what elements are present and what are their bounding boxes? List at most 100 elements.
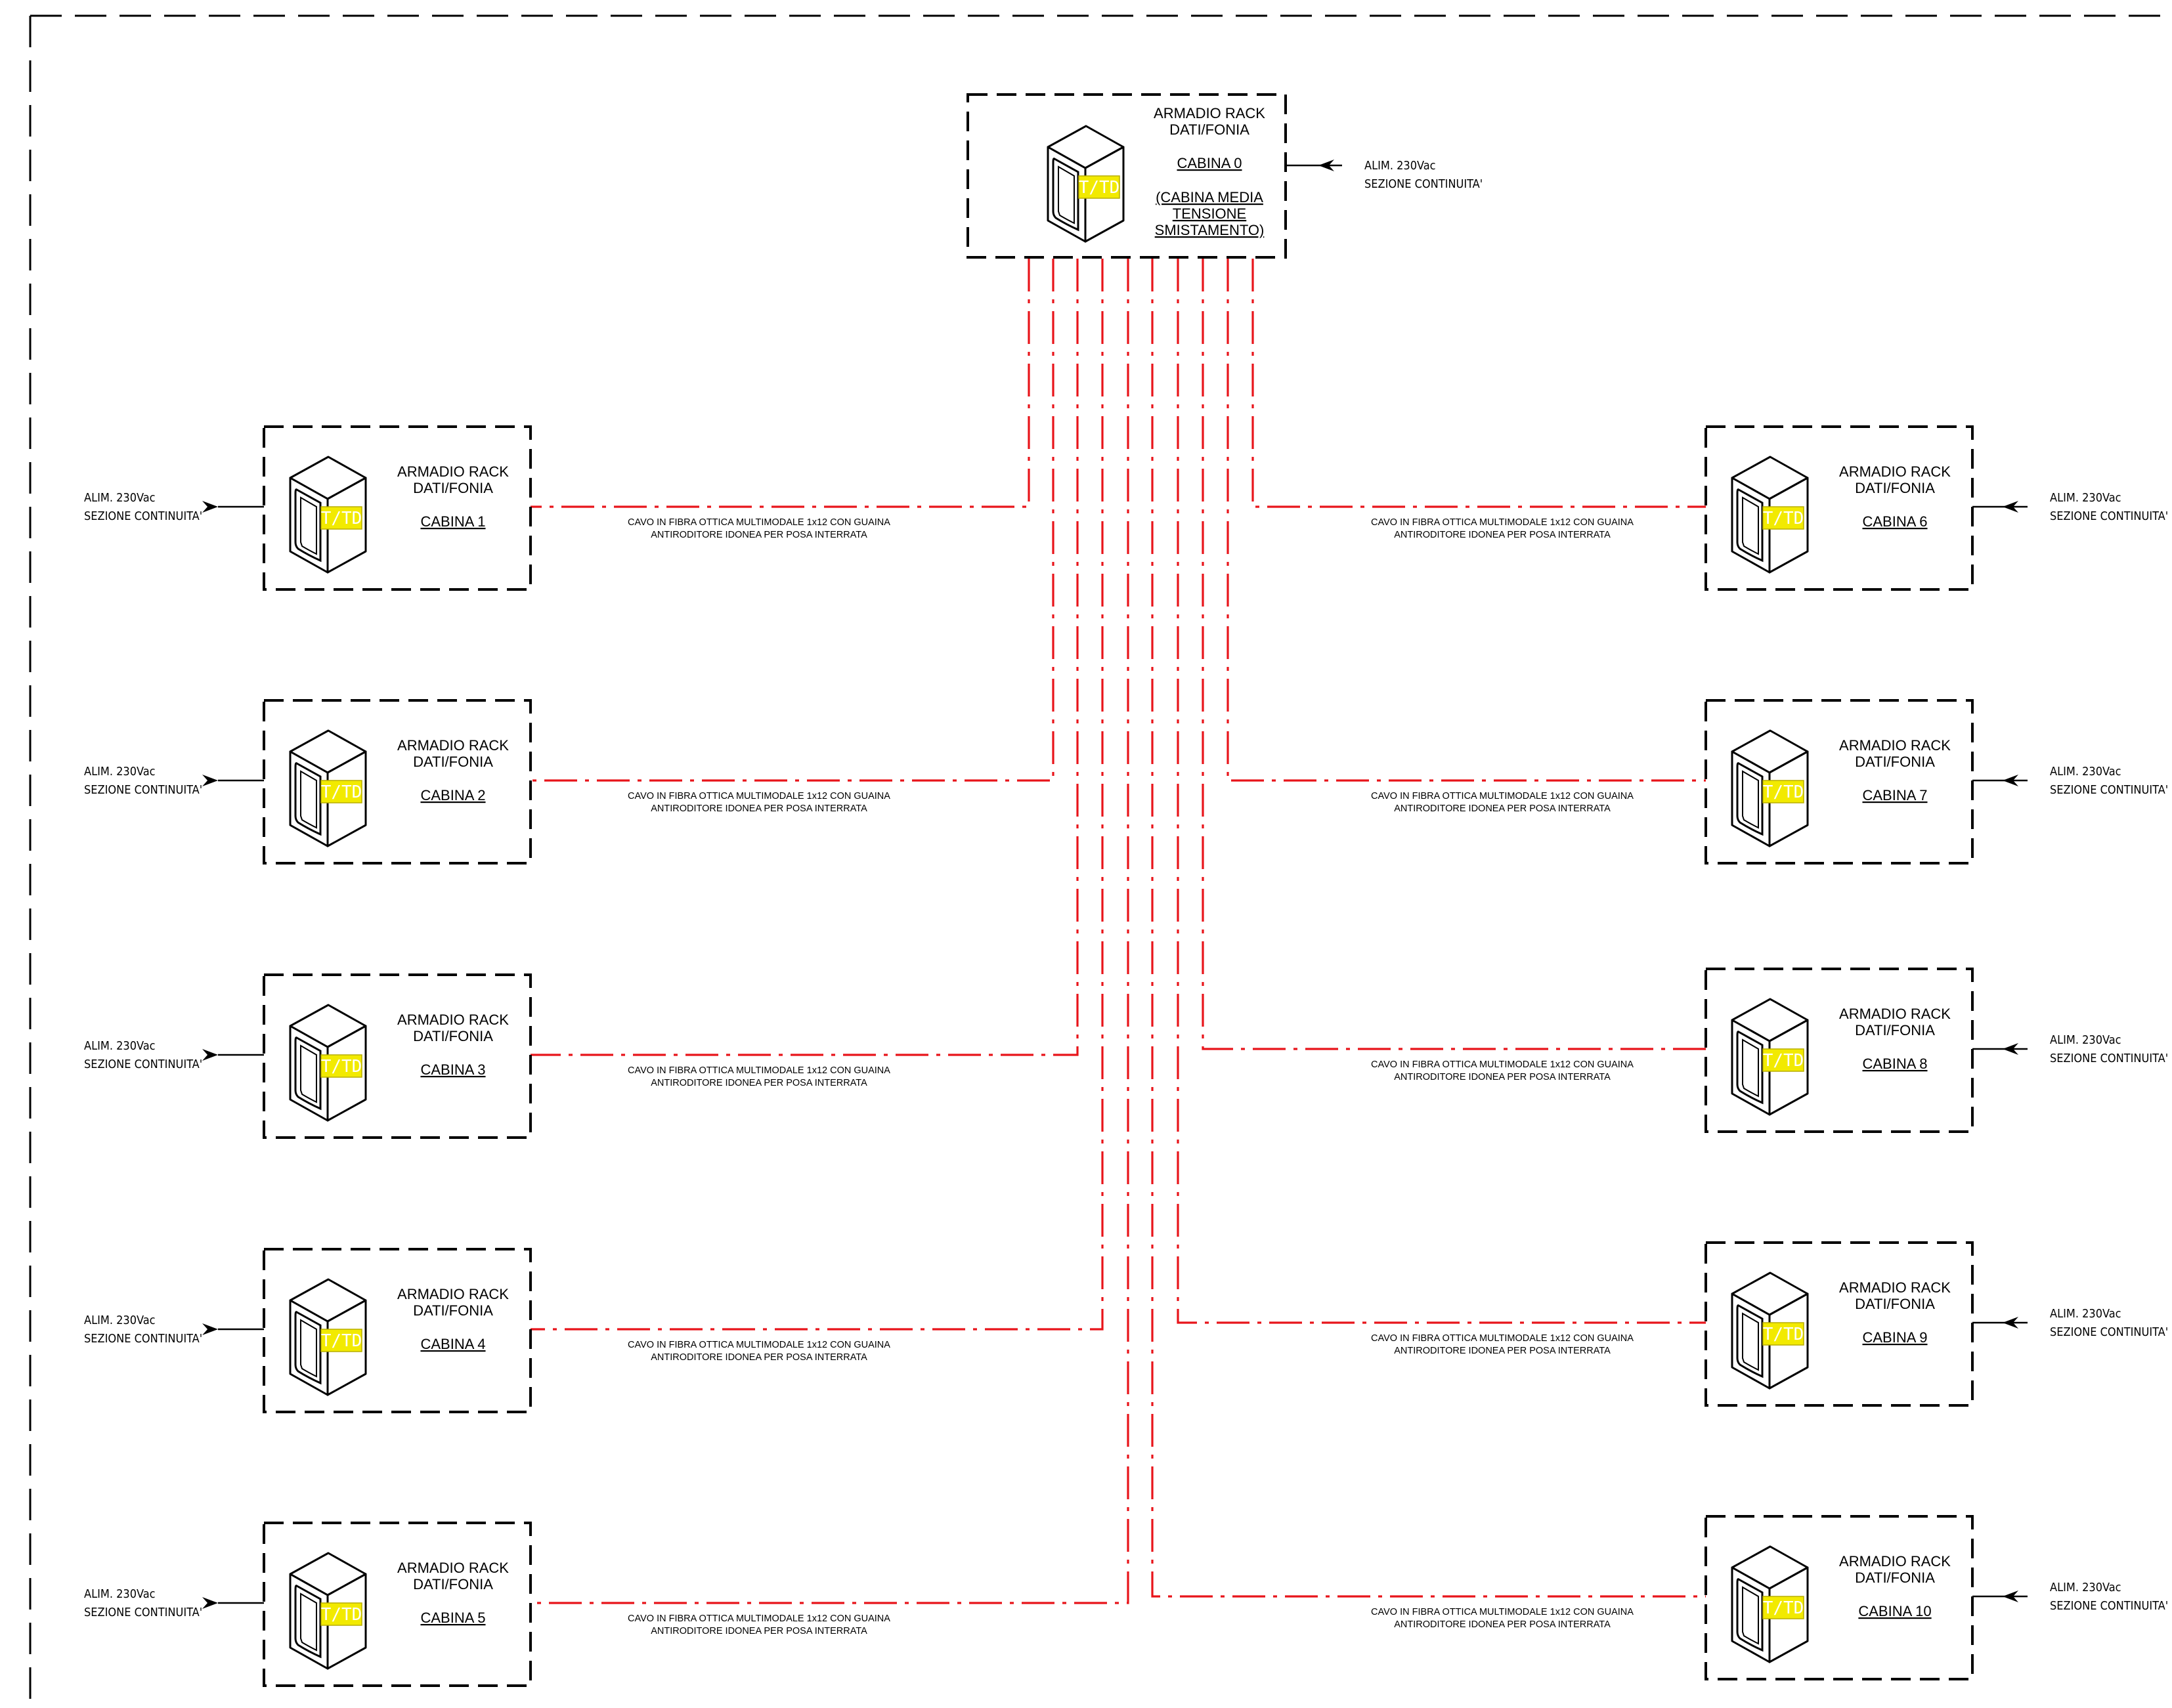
power-arrow-icon [202, 1323, 218, 1335]
fiber-cable-4 [531, 259, 1104, 1331]
badge-background [1762, 1596, 1804, 1619]
cabinet-title-line1: ARMADIO RACK [1839, 1279, 1951, 1296]
cable-caption-line1: CAVO IN FIBRA OTTICA MULTIMODALE 1x12 CO… [628, 1065, 890, 1076]
rack-server-icon: T/TD [289, 729, 367, 847]
cabinet-title-line2: DATI/FONIA [413, 1028, 493, 1044]
cabinet-title-line1: ARMADIO RACK [397, 1286, 509, 1302]
power-arrow-icon [2003, 1043, 2018, 1055]
power-label-section: SEZIONE CONTINUITA' [2050, 1052, 2168, 1065]
power-label-voltage: ALIM. 230Vac [2050, 1581, 2121, 1594]
power-label-voltage: ALIM. 230Vac [84, 1313, 156, 1327]
cabinet-name: CABINA 4 [420, 1336, 485, 1352]
cabinet-title-line1: ARMADIO RACK [1839, 1553, 1951, 1569]
badge-label: T/TD [321, 509, 362, 528]
cabinet-box [1705, 425, 1974, 591]
fiber-cable-8 [1202, 259, 1706, 1050]
fiber-cable-2 [531, 259, 1054, 782]
cabinet-box [1705, 699, 1974, 865]
cabinet-title-line2: DATI/FONIA [1855, 754, 1935, 770]
power-label-section: SEZIONE CONTINUITA' [2050, 509, 2168, 523]
badge-background [1762, 780, 1804, 803]
cabinet-name: CABINA 7 [1862, 787, 1927, 803]
badge-label: T/TD [1763, 1598, 1804, 1618]
rack-server-icon: T/TD [1731, 1271, 1809, 1390]
power-label-voltage: ALIM. 230Vac [84, 1587, 156, 1601]
power-arrow-icon [202, 1049, 218, 1061]
badge-background [1078, 175, 1120, 199]
power-label-voltage: ALIM. 230Vac [2050, 1307, 2121, 1321]
cable-caption-line1: CAVO IN FIBRA OTTICA MULTIMODALE 1x12 CO… [1371, 1333, 1634, 1344]
cabinet-box [263, 973, 532, 1139]
hub-name: CABINA 0 [1177, 155, 1242, 171]
cable-caption-line2: ANTIRODITORE IDONEA PER POSA INTERRATA [651, 803, 867, 814]
rack-server-icon: T/TD [1047, 125, 1125, 243]
cabinet-name: CABINA 10 [1858, 1603, 1931, 1619]
hub-box [967, 93, 1287, 259]
badge-label: T/TD [321, 1605, 362, 1625]
power-label-voltage: ALIM. 230Vac [1364, 159, 1436, 173]
cabinet-name: CABINA 5 [420, 1610, 485, 1626]
cabinet-box [1705, 1241, 1974, 1407]
drawing-frame [29, 14, 2172, 1708]
cabinet-box [263, 1248, 532, 1413]
cabinet-name: CABINA 3 [420, 1061, 485, 1078]
badge-label: T/TD [1763, 1051, 1804, 1071]
badge-label: T/TD [1079, 178, 1120, 198]
power-arrow-icon [2003, 501, 2018, 513]
cabinet-title-line2: DATI/FONIA [413, 1302, 493, 1319]
power-label-section: SEZIONE CONTINUITA' [84, 509, 202, 523]
cabinet-box [1705, 1515, 1974, 1680]
cable-caption-line1: CAVO IN FIBRA OTTICA MULTIMODALE 1x12 CO… [1371, 517, 1634, 528]
cable-caption-line2: ANTIRODITORE IDONEA PER POSA INTERRATA [651, 1078, 867, 1088]
cabinet-title-line1: ARMADIO RACK [1839, 463, 1951, 480]
power-label-section: SEZIONE CONTINUITA' [84, 1057, 202, 1071]
badge-background [320, 1602, 362, 1626]
power-label-section: SEZIONE CONTINUITA' [84, 783, 202, 797]
power-label-section: SEZIONE CONTINUITA' [2050, 783, 2168, 797]
badge-background [320, 1329, 362, 1352]
cabinet-box [263, 425, 532, 591]
cabinet-name: CABINA 8 [1862, 1056, 1927, 1072]
fiber-cable-10 [1151, 259, 1706, 1598]
cable-caption-line1: CAVO IN FIBRA OTTICA MULTIMODALE 1x12 CO… [628, 1613, 890, 1624]
cable-caption-line2: ANTIRODITORE IDONEA PER POSA INTERRATA [1394, 803, 1611, 814]
rack-server-icon: T/TD [289, 1552, 367, 1670]
cabinet-title-line2: DATI/FONIA [1855, 1569, 1935, 1586]
cabinet-name: CABINA 6 [1862, 513, 1927, 530]
hub-note-line1: (CABINA MEDIA [1156, 189, 1263, 205]
cabinet-name: CABINA 1 [420, 513, 485, 530]
cabinet-box [263, 1522, 532, 1687]
power-arrow-icon [1318, 160, 1334, 171]
cable-caption-line1: CAVO IN FIBRA OTTICA MULTIMODALE 1x12 CO… [1371, 1607, 1634, 1617]
power-label-section: SEZIONE CONTINUITA' [1364, 177, 1483, 191]
hub-note-line2: TENSIONE [1173, 205, 1246, 222]
power-arrow-icon [202, 775, 218, 786]
badge-label: T/TD [1763, 509, 1804, 528]
power-label-voltage: ALIM. 230Vac [2050, 765, 2121, 779]
hub-title-line2: DATI/FONIA [1169, 121, 1249, 138]
cabinet-title-line2: DATI/FONIA [1855, 480, 1935, 496]
cabinet-title-line2: DATI/FONIA [1855, 1022, 1935, 1038]
badge-label: T/TD [321, 782, 362, 802]
power-label-voltage: ALIM. 230Vac [84, 765, 156, 779]
power-arrow-icon [202, 501, 218, 513]
cable-caption-line2: ANTIRODITORE IDONEA PER POSA INTERRATA [1394, 1619, 1611, 1630]
rack-server-icon: T/TD [1731, 998, 1809, 1116]
rack-server-icon: T/TD [289, 1004, 367, 1122]
badge-background [1762, 506, 1804, 530]
